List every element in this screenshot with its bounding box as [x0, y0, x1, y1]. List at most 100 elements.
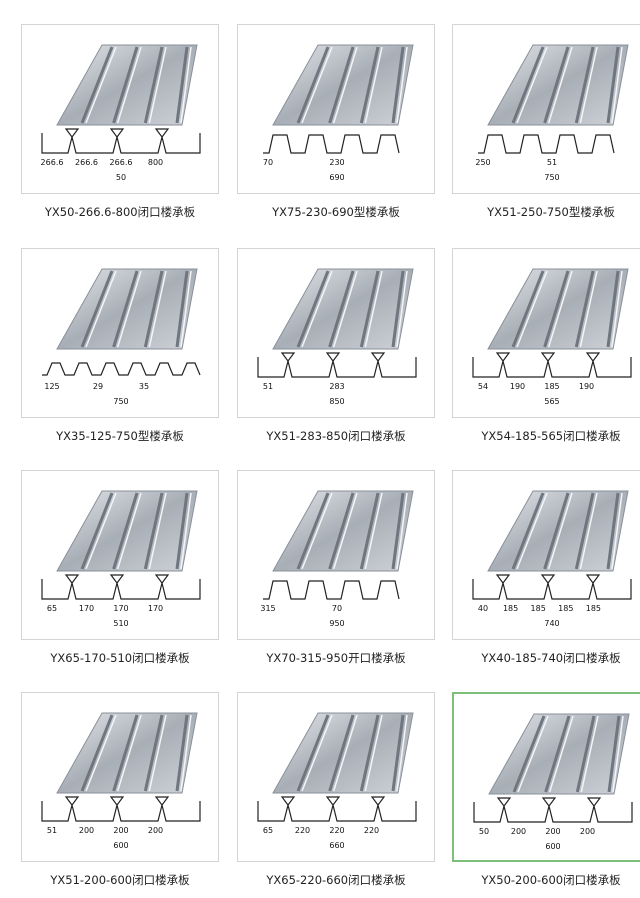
profile-drawing — [257, 796, 417, 822]
profile-drawing — [472, 352, 632, 378]
dimension-label: 170 — [79, 604, 94, 613]
product-card[interactable]: 266.6 266.6 266.6 800 50 — [21, 24, 219, 194]
deck-photo — [272, 268, 414, 350]
deck-photo — [487, 44, 629, 126]
dimension-label: 185 — [531, 604, 546, 613]
dimension-label: 54 — [478, 382, 488, 391]
dimension-label: 200 — [545, 827, 560, 836]
profile-drawing — [478, 134, 615, 154]
dimension-label: 51 — [547, 158, 557, 167]
profile-drawing — [41, 574, 201, 600]
product-card[interactable]: 51 283 850 — [237, 248, 435, 418]
deck-photo — [56, 490, 198, 572]
profile-drawing — [41, 796, 201, 822]
dimension-label: 170 — [113, 604, 128, 613]
dimension-label: 283 — [329, 382, 344, 391]
product-caption[interactable]: YX40-185-740闭口楼承板 — [481, 651, 621, 665]
dimension-label: 185 — [503, 604, 518, 613]
deck-photo — [487, 490, 629, 572]
product-caption[interactable]: YX54-185-565闭口楼承板 — [481, 429, 621, 443]
dimension-label: 565 — [544, 397, 559, 406]
product-caption[interactable]: YX51-283-850闭口楼承板 — [266, 429, 406, 443]
dimension-label: 600 — [545, 842, 560, 851]
dimension-label: 200 — [113, 826, 128, 835]
dimension-label: 190 — [510, 382, 525, 391]
dimension-label: 65 — [47, 604, 57, 613]
dimension-label: 850 — [329, 397, 344, 406]
dimension-label: 950 — [329, 619, 344, 628]
profile-drawing — [41, 128, 201, 154]
product-card[interactable]: 65 220 220 220 660 — [237, 692, 435, 862]
dimension-label: 50 — [479, 827, 489, 836]
dimension-label: 250 — [475, 158, 490, 167]
profile-drawing — [472, 574, 632, 600]
product-caption[interactable]: YX65-170-510闭口楼承板 — [50, 651, 190, 665]
dimension-label: 266.6 — [75, 158, 98, 167]
dimension-label: 750 — [113, 397, 128, 406]
dimension-label: 51 — [47, 826, 57, 835]
dimension-label: 315 — [260, 604, 275, 613]
deck-photo — [272, 712, 414, 794]
product-caption[interactable]: YX51-250-750型楼承板 — [487, 205, 615, 219]
deck-photo — [272, 44, 414, 126]
product-caption[interactable]: YX50-266.6-800闭口楼承板 — [44, 205, 196, 219]
deck-photo — [56, 712, 198, 794]
profile-drawing — [263, 134, 400, 154]
dimension-label: 510 — [113, 619, 128, 628]
deck-photo — [56, 44, 198, 126]
profile-drawing — [42, 362, 201, 376]
dimension-label: 200 — [148, 826, 163, 835]
profile-drawing — [263, 580, 400, 600]
product-caption[interactable]: YX70-315-950开口楼承板 — [266, 651, 406, 665]
deck-photo — [487, 268, 629, 350]
dimension-label: 70 — [332, 604, 342, 613]
dimension-label: 170 — [148, 604, 163, 613]
dimension-label: 40 — [478, 604, 488, 613]
profile-drawing — [473, 797, 633, 823]
dimension-label: 200 — [580, 827, 595, 836]
product-card[interactable]: 51 200 200 200 600 — [21, 692, 219, 862]
dimension-label: 29 — [93, 382, 103, 391]
dimension-label: 660 — [329, 841, 344, 850]
dimension-label: 220 — [329, 826, 344, 835]
product-card[interactable]: 40 185 185 185 185 740 — [452, 470, 640, 640]
product-card[interactable]: 250 51 750 — [452, 24, 640, 194]
product-caption[interactable]: YX50-200-600闭口楼承板 — [481, 873, 621, 887]
dimension-label: 800 — [148, 158, 163, 167]
dimension-label: 266.6 — [110, 158, 133, 167]
product-caption[interactable]: YX51-200-600闭口楼承板 — [50, 873, 190, 887]
dimension-label: 600 — [113, 841, 128, 850]
product-caption[interactable]: YX75-230-690型楼承板 — [272, 205, 400, 219]
product-card[interactable]: 65 170 170 170 510 — [21, 470, 219, 640]
deck-photo — [272, 490, 414, 572]
dimension-label: 690 — [329, 173, 344, 182]
product-card[interactable]: 54 190 185 190 565 — [452, 248, 640, 418]
product-card[interactable]: 50 200 200 200 600 — [452, 692, 640, 862]
dimension-label: 185 — [544, 382, 559, 391]
dimension-label: 750 — [544, 173, 559, 182]
dimension-label: 65 — [263, 826, 273, 835]
dimension-label: 200 — [79, 826, 94, 835]
dimension-label: 266.6 — [41, 158, 64, 167]
dimension-label: 200 — [511, 827, 526, 836]
product-card[interactable]: 315 70 950 — [237, 470, 435, 640]
dimension-label: 125 — [44, 382, 59, 391]
dimension-label: 51 — [263, 382, 273, 391]
dimension-label: 185 — [586, 604, 601, 613]
dimension-label: 50 — [116, 173, 126, 182]
profile-drawing — [257, 352, 417, 378]
dimension-label: 35 — [139, 382, 149, 391]
product-card[interactable]: 70 230 690 — [237, 24, 435, 194]
dimension-label: 220 — [364, 826, 379, 835]
product-caption[interactable]: YX65-220-660闭口楼承板 — [266, 873, 406, 887]
product-card[interactable]: 125 29 35 750 — [21, 248, 219, 418]
dimension-label: 220 — [295, 826, 310, 835]
dimension-label: 190 — [579, 382, 594, 391]
deck-photo — [488, 713, 630, 795]
dimension-label: 70 — [263, 158, 273, 167]
dimension-label: 740 — [544, 619, 559, 628]
deck-photo — [56, 268, 198, 350]
product-caption[interactable]: YX35-125-750型楼承板 — [56, 429, 184, 443]
dimension-label: 230 — [329, 158, 344, 167]
dimension-label: 185 — [558, 604, 573, 613]
